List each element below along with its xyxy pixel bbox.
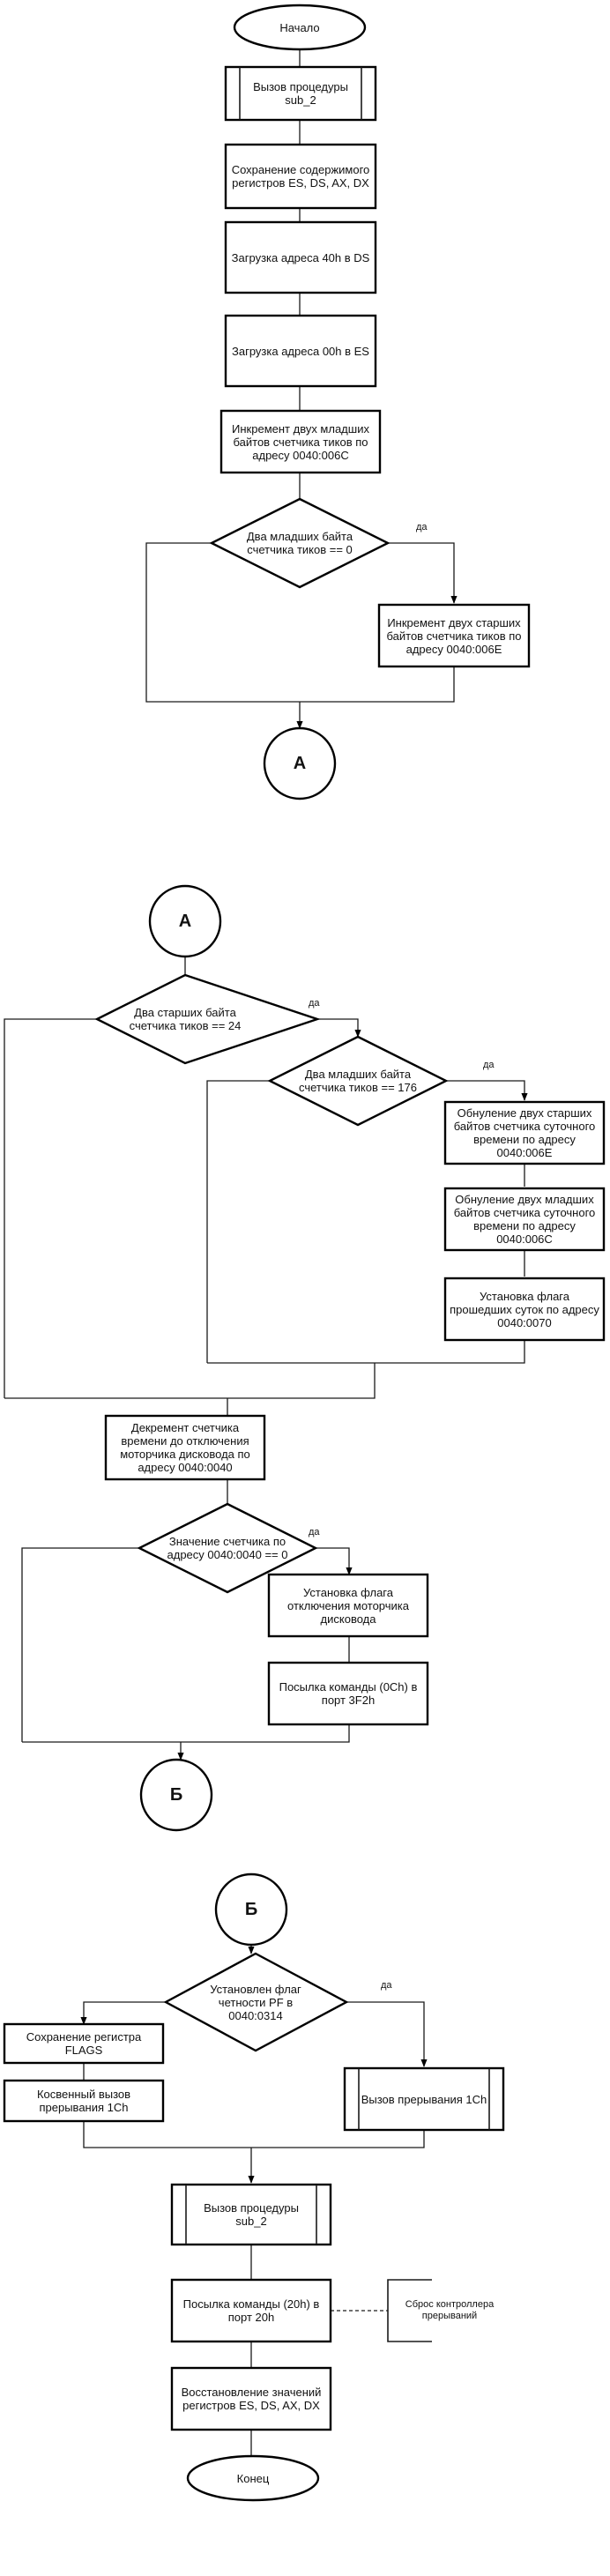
set-day-flag-box	[443, 1277, 606, 1342]
send-20h-label: Посылка команды (20h) в порт 20h	[182, 2297, 320, 2324]
load-ds-label: Загрузка адреса 40h в DS	[231, 250, 370, 264]
save-regs-label: Сохранение содержимого регистров ES, DS,…	[231, 163, 370, 190]
load-es-box	[224, 314, 377, 388]
call-sub2-label: Вызов процедуры sub_2	[253, 80, 348, 107]
restore-regs-label: Восстановление значений регистров ES, DS…	[181, 2386, 322, 2412]
end-terminal	[186, 2454, 320, 2502]
annotation-bracket	[387, 2279, 432, 2342]
set-day-flag-label: Установка флага прошедших суток по адрес…	[450, 1289, 599, 1329]
connector-a-out	[263, 726, 337, 800]
send-0ch-box	[267, 1661, 429, 1726]
reset-ctrl-note: Сброс контроллера прерываний	[405, 2299, 495, 2321]
low-zero-decision	[209, 497, 391, 589]
start-label: Начало	[279, 20, 320, 34]
end-label: Конец	[236, 2471, 270, 2485]
yes-label-5: да	[381, 1980, 392, 1991]
low-zero-label: Два младших байта счетчика тиков == 0	[246, 530, 353, 556]
indirect-1ch-box	[3, 2079, 165, 2123]
inc-high-box	[377, 603, 531, 668]
load-ds-box	[224, 220, 377, 294]
set-motor-flag-box	[267, 1573, 429, 1638]
connectors-part-3	[80, 1945, 428, 2456]
connector-a-in-label: А	[178, 911, 192, 931]
counter-zero-decision	[137, 1502, 318, 1594]
yes-label-3: да	[483, 1060, 495, 1070]
inc-low-label: Инкремент двух младших байтов счетчика т…	[232, 421, 369, 462]
restore-regs-box	[170, 2366, 332, 2431]
load-es-label: Загрузка адреса 00h в ES	[232, 344, 369, 358]
dec-motor-box	[104, 1414, 266, 1481]
send-20h-box	[170, 2278, 332, 2343]
low-176-decision	[267, 1035, 449, 1127]
yes-label-4: да	[309, 1527, 320, 1537]
call-sub2-process	[224, 65, 377, 122]
high-24-decision	[94, 973, 321, 1065]
send-0ch-label: Посылка команды (0Ch) в порт 3F2h	[279, 1680, 418, 1707]
inc-high-label: Инкремент двух старших байтов счетчика т…	[386, 615, 522, 656]
reset-low-label: Обнуление двух младших байтов счетчика с…	[453, 1193, 596, 1246]
call-sub2-2-label: Вызов процедуры sub_2	[204, 2201, 299, 2228]
save-regs-box	[224, 143, 377, 210]
reset-low-box	[443, 1187, 606, 1252]
connector-a-out-label: А	[293, 753, 307, 773]
pf-decision	[163, 1952, 349, 2052]
connectors-part-1	[145, 49, 458, 729]
call-1ch-process	[343, 2066, 505, 2132]
connector-b-in-label: Б	[244, 1899, 258, 1919]
pf-label: Установлен флаг четности PF в 0040:0314	[210, 1982, 301, 2022]
start-terminal	[233, 4, 367, 51]
indirect-1ch-label: Косвенный вызов прерывания 1Ch	[36, 2088, 131, 2114]
high-24-label: Два старших байта счетчика тиков == 24	[129, 1006, 242, 1032]
dec-motor-label: Декремент счетчика времени до отключения…	[120, 1421, 250, 1474]
set-motor-flag-label: Установка флага отключения моторчика дис…	[287, 1585, 409, 1626]
save-flags-box	[3, 2022, 165, 2065]
call-1ch-label: Вызов прерывания 1Ch	[361, 2092, 487, 2106]
low-176-label: Два младших байта счетчика тиков == 176	[298, 1068, 417, 1094]
counter-zero-label: Значение счетчика по адресу 0040:0040 ==…	[167, 1535, 288, 1561]
connector-b-in	[214, 1872, 288, 1947]
connector-b-out-label: Б	[169, 1784, 183, 1805]
save-flags-label: Сохранение регистра FLAGS	[26, 2030, 142, 2057]
call-sub2-2-process	[170, 2183, 332, 2246]
reset-high-label: Обнуление двух старших байтов счетчика с…	[453, 1106, 596, 1159]
connector-b-out	[139, 1758, 213, 1832]
inc-low-box	[219, 409, 382, 474]
connectors-part-2	[4, 957, 528, 1761]
yes-label-2: да	[309, 998, 320, 1009]
yes-label-1: да	[416, 522, 428, 532]
connector-a-in	[148, 884, 222, 958]
reset-high-box	[443, 1100, 606, 1165]
